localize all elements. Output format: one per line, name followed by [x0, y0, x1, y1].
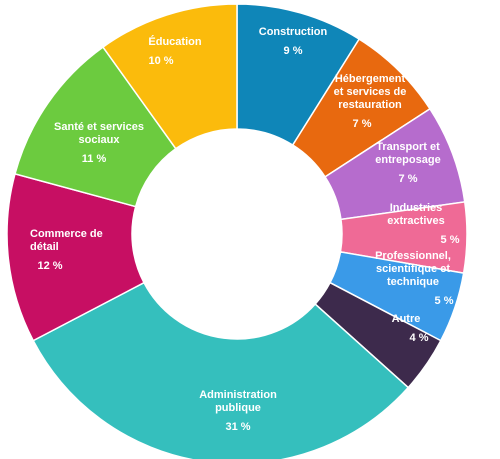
slice-administration-publique	[32, 281, 410, 459]
slice-value-label: 5 %	[435, 295, 454, 307]
slice-value-label: 31 %	[225, 421, 250, 433]
slice-value-label: 12 %	[37, 260, 62, 272]
slice-value-label: 7 %	[399, 173, 418, 185]
slices-group	[6, 3, 468, 459]
slice-value-label: 9 %	[284, 45, 303, 57]
slice-value-label: 7 %	[353, 118, 372, 130]
slice-label: Autre	[392, 313, 421, 325]
slice-value-label: 4 %	[410, 332, 429, 344]
slice-label: Éducation	[148, 35, 201, 48]
slice-label: Construction	[259, 26, 328, 38]
slice-value-label: 5 %	[441, 234, 460, 246]
slice--ducation	[101, 3, 238, 150]
slice-value-label: 11 %	[82, 153, 107, 165]
slice-value-label: 10 %	[148, 55, 173, 67]
